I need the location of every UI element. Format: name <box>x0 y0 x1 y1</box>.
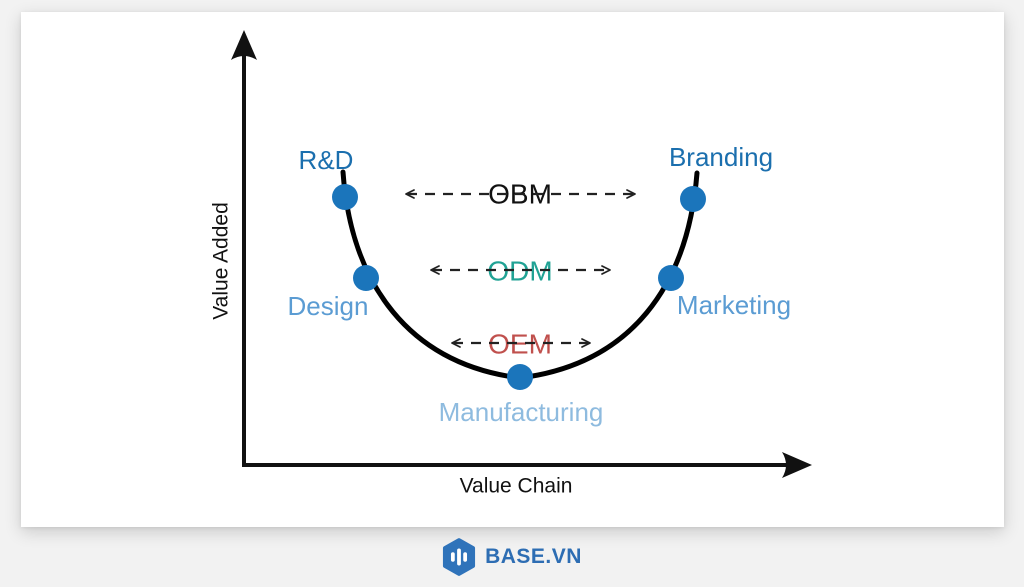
equalizer-bar-right <box>463 552 468 562</box>
stage-label-marketing: Marketing <box>677 290 791 320</box>
x-axis-arrowhead <box>782 452 812 478</box>
smiling-curve-diagram: OBM ODM OEM R&D Design Manufacturing Mar… <box>210 30 812 498</box>
footer-brand: BASE.VN <box>0 527 1024 587</box>
dot-marketing <box>658 265 684 291</box>
x-axis-label: Value Chain <box>460 475 573 498</box>
brand-name: BASE.VN <box>485 545 582 568</box>
base-vn-logo-icon <box>443 538 476 576</box>
y-axis-label: Value Added <box>210 202 233 320</box>
hexagon-outline <box>443 538 476 576</box>
diagram-card: OBM ODM OEM R&D Design Manufacturing Mar… <box>21 12 1004 527</box>
equalizer-bar-left <box>451 552 455 562</box>
stage-label-manufacturing: Manufacturing <box>439 397 604 427</box>
dot-design <box>353 265 379 291</box>
dot-branding <box>680 186 706 212</box>
dot-rd <box>332 184 358 210</box>
stage-label-design: Design <box>288 291 369 321</box>
stage-label-rd: R&D <box>299 145 354 175</box>
dot-manufacturing <box>507 364 533 390</box>
stage-label-branding: Branding <box>669 142 773 172</box>
equalizer-bar-middle <box>457 548 461 566</box>
y-axis-arrowhead <box>231 30 257 60</box>
